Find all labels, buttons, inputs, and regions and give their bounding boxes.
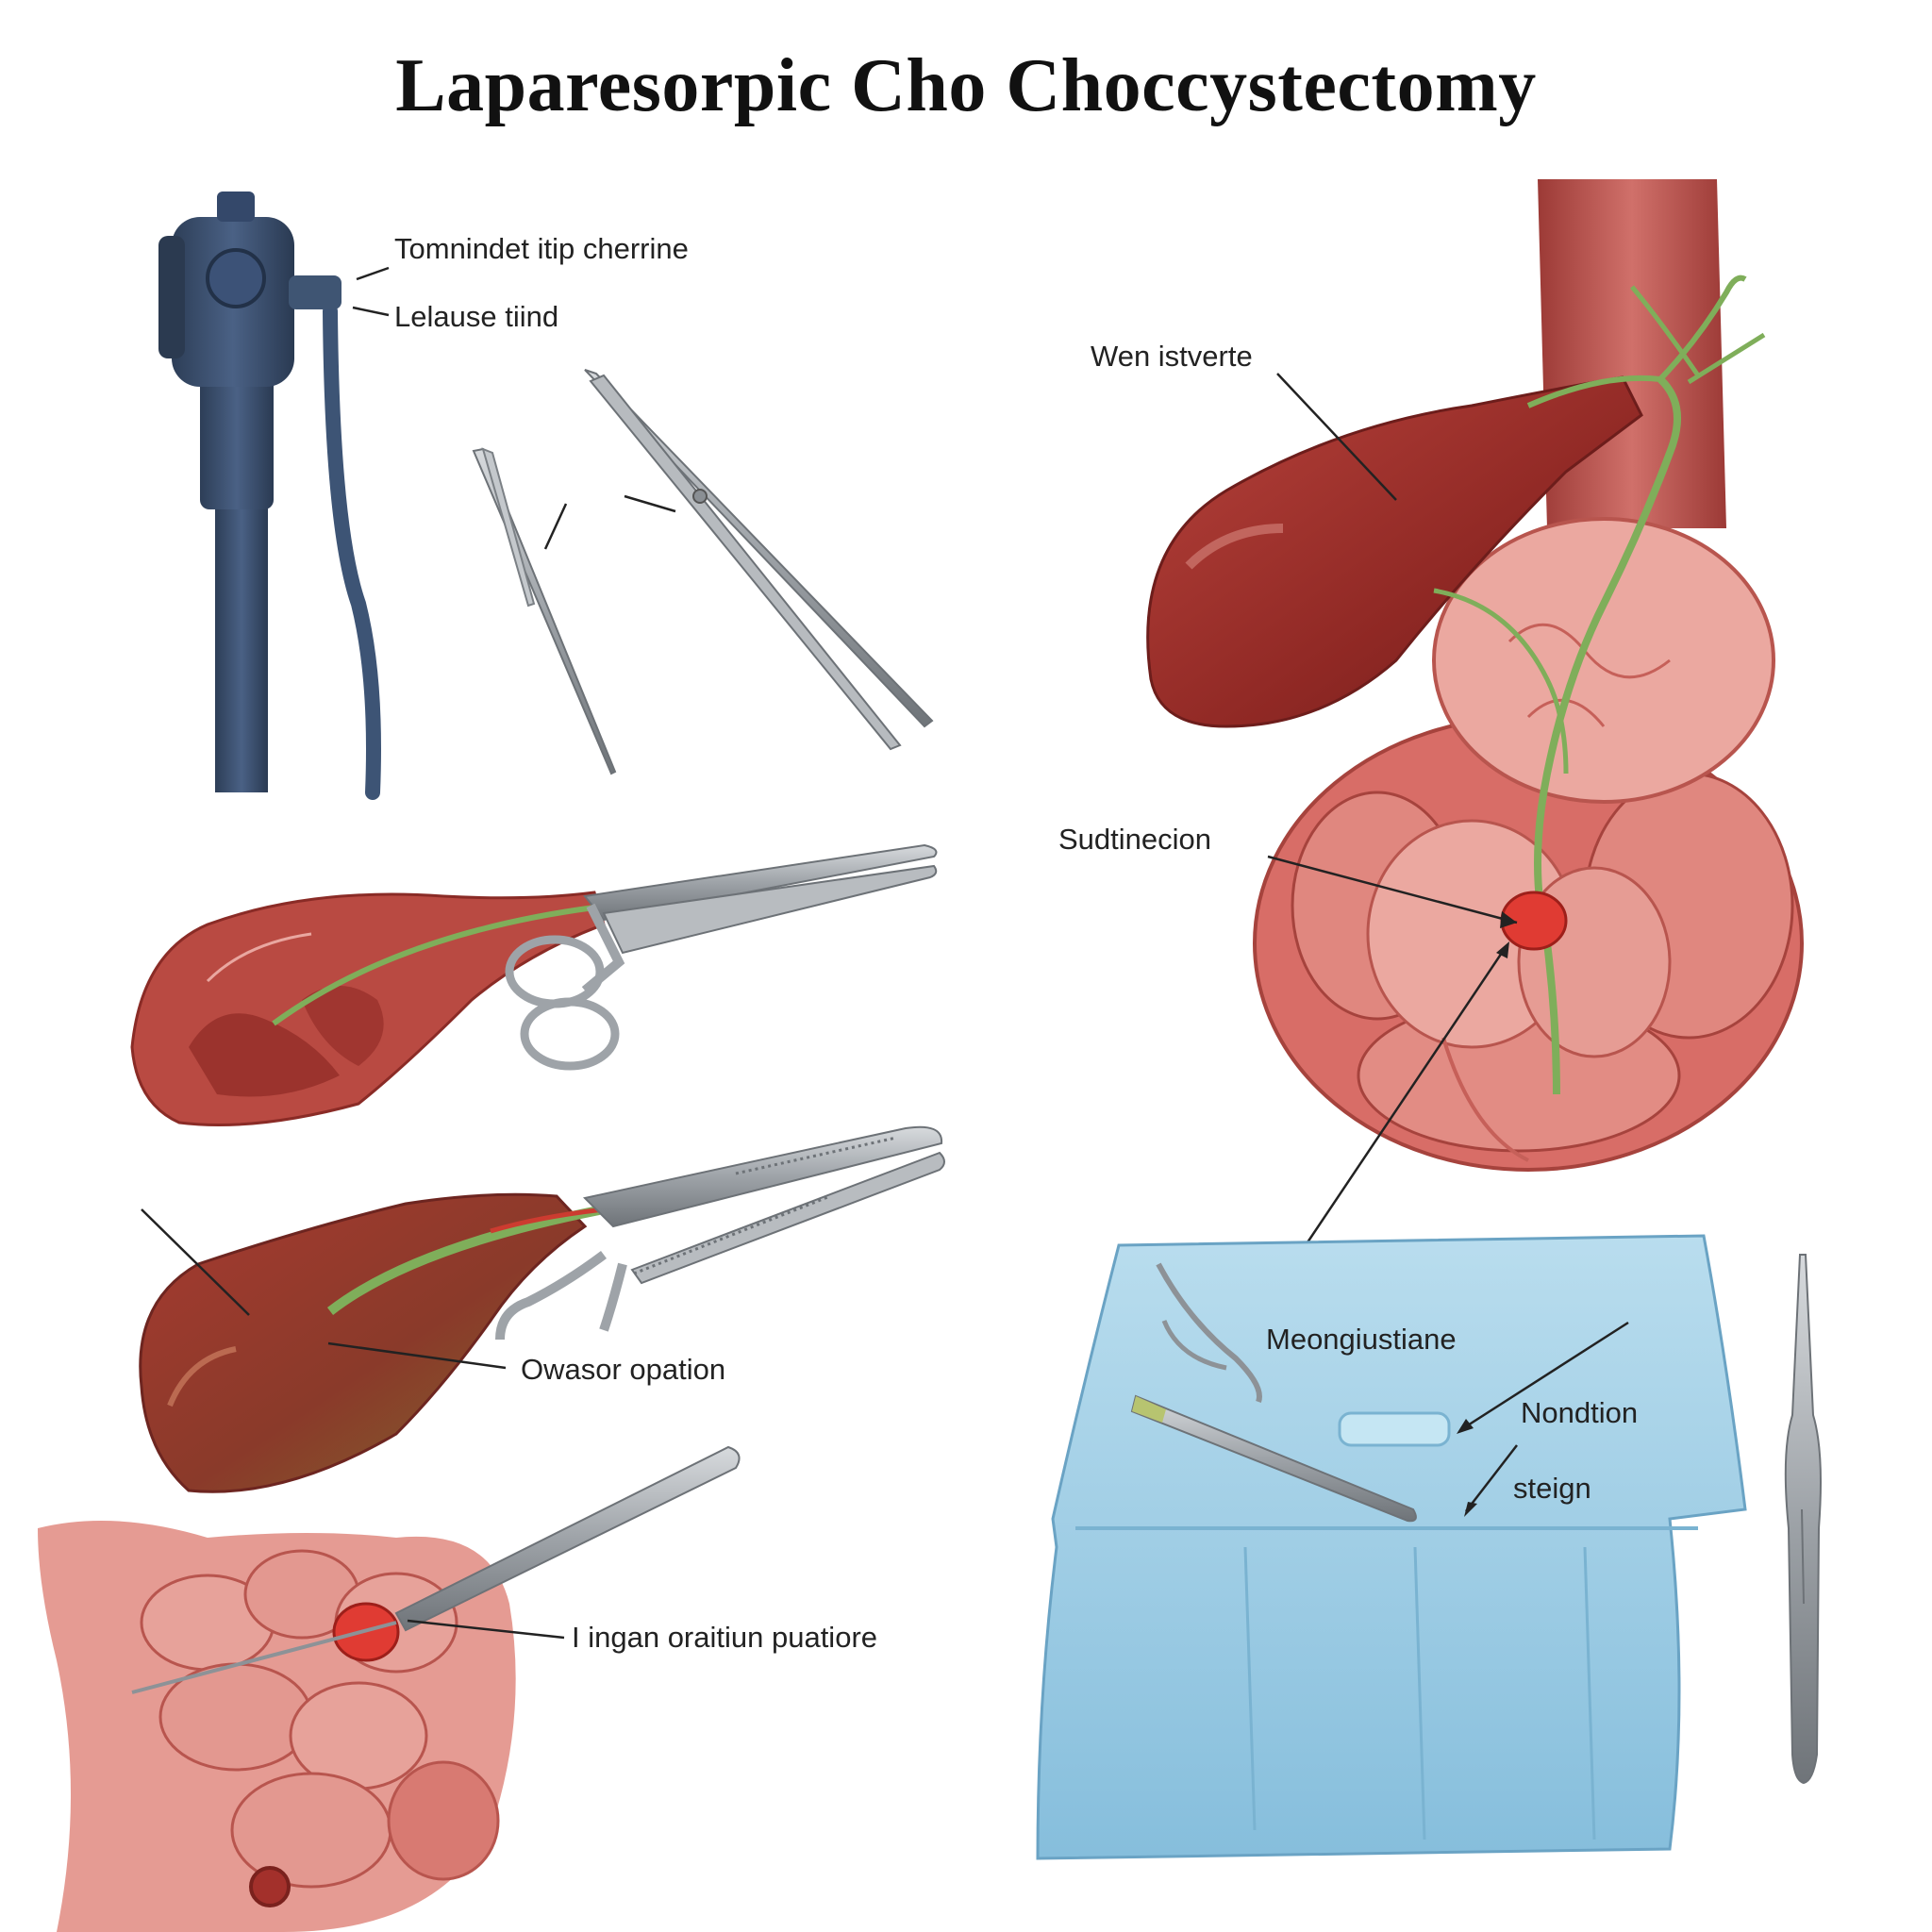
label-gallbladder-clamp: Owasor opation: [521, 1353, 726, 1386]
leader-line: [356, 266, 390, 281]
gallbladder-specimen-1: [130, 891, 606, 1126]
leader-line: [624, 494, 676, 513]
arrowhead: [1457, 1419, 1474, 1434]
label-drape-lower: steign: [1513, 1472, 1591, 1505]
clamp-icon: [495, 1125, 945, 1341]
label-laparoscope-top: Tomnindet itip cherrine: [394, 232, 689, 265]
leader-line: [327, 1341, 507, 1370]
leader-line: [1267, 855, 1518, 924]
leader-line: [1465, 1444, 1518, 1512]
leader-line: [141, 1208, 250, 1316]
intestine-section: [38, 1521, 516, 1932]
label-drape-right: Nondtion: [1521, 1396, 1639, 1429]
scalpel-icon: [1784, 1254, 1822, 1785]
label-laparoscope-bottom: Lelause tiind: [394, 300, 559, 333]
scissors-icon: [584, 369, 934, 751]
leader-line: [1304, 946, 1507, 1246]
bile-duct: [1433, 275, 1766, 1095]
arrowhead: [1500, 911, 1517, 928]
clip-applier-icon: [1156, 1262, 1262, 1404]
label-intestine-probe: I ingan oraitiun puatiore: [572, 1621, 878, 1654]
leader-line: [352, 306, 390, 317]
arrowhead: [1496, 941, 1509, 958]
forceps-icon: [472, 447, 617, 775]
surgical-drape: [1036, 1234, 1747, 1860]
aorta: [1538, 179, 1726, 528]
label-bleeding-point: Sudtinecion: [1058, 823, 1212, 856]
leader-line: [1276, 373, 1397, 501]
laparoscope-icon: [158, 192, 381, 800]
probe-icon: [131, 1445, 741, 1694]
gallbladder-large: [1146, 375, 1643, 728]
gallbladder-specimen-2: [139, 1192, 614, 1493]
leader-line: [543, 503, 568, 550]
clamp-icon: [505, 843, 938, 1071]
leader-line: [407, 1619, 565, 1640]
arrowhead: [1464, 1502, 1477, 1517]
label-drape-center: Meongiustiane: [1266, 1323, 1457, 1356]
page-title: Laparesorpic Cho Choccystectomy: [395, 44, 1537, 127]
trocar-icon: [1130, 1394, 1417, 1523]
label-gallbladder-top-right: Wen istverte: [1091, 340, 1253, 373]
leader-line: [1459, 1321, 1629, 1432]
